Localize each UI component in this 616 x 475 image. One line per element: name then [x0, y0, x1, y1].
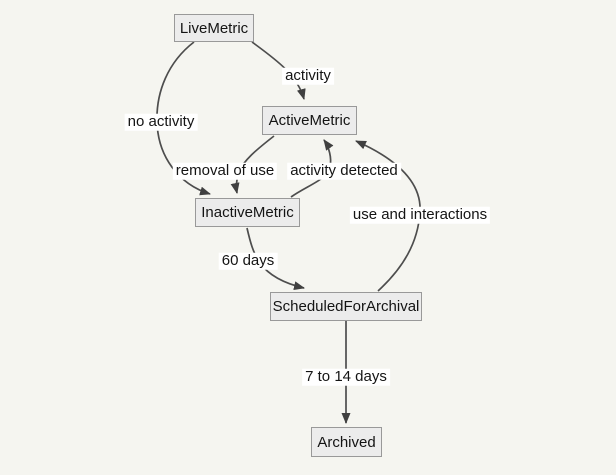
edge-label-60-days: 60 days — [218, 252, 278, 270]
edge-label-activity-detected: activity detected — [287, 162, 401, 180]
edge-livemetric-to-activemetric — [251, 41, 306, 100]
node-scheduledforarchival: ScheduledForArchival — [270, 292, 422, 321]
edge-label-activity: activity — [282, 67, 334, 85]
node-activemetric: ActiveMetric — [262, 106, 357, 135]
node-livemetric: LiveMetric — [174, 14, 254, 42]
edge-label-7-to-14-days: 7 to 14 days — [302, 368, 390, 386]
edge-label-use-and-interactions: use and interactions — [349, 206, 491, 224]
edge-label-no-activity: no activity — [124, 113, 198, 131]
node-archived: Archived — [311, 427, 382, 457]
node-inactivemetric: InactiveMetric — [195, 198, 300, 227]
edge-label-removal-of-use: removal of use — [172, 162, 278, 180]
